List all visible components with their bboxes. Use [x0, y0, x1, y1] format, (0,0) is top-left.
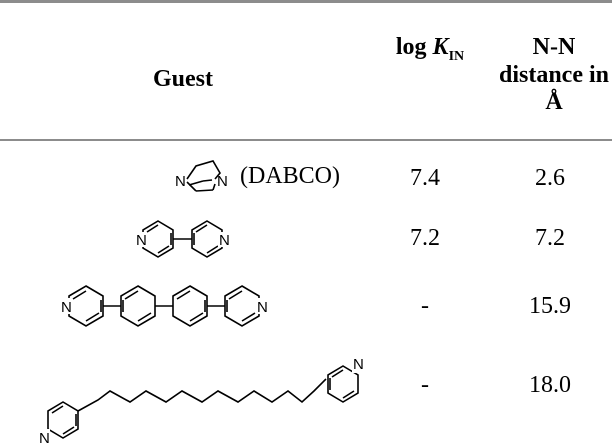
row-3-log-k: -	[421, 293, 429, 319]
header-log-k: log KIN	[395, 34, 465, 64]
row-2-distance: 7.2	[535, 225, 565, 251]
header-distance-line-3: Å	[545, 89, 563, 116]
dabco-atom-n-left: N	[175, 173, 186, 190]
dabco-structure: N N	[175, 160, 228, 192]
bipyridine-atom-n-right: N	[219, 232, 230, 249]
header-divider-rule	[0, 139, 612, 141]
header-distance-line-1: N-N	[532, 34, 576, 60]
row-4-distance: 18.0	[529, 372, 571, 398]
bipyridine-structure: N N	[135, 220, 230, 258]
row-1-log-k: 7.4	[410, 165, 440, 191]
row-1-guest-label: (DABCO)	[240, 163, 340, 189]
decane-atom-n-right: N	[353, 356, 364, 373]
row-1-distance: 2.6	[535, 165, 565, 191]
terphenyl-atom-n-left: N	[61, 299, 72, 316]
dabco-atom-n-right: N	[217, 173, 228, 190]
terphenyl-atom-n-right: N	[257, 299, 268, 316]
bipyridine-atom-n-left: N	[136, 232, 147, 249]
decane-atom-n-left: N	[39, 430, 50, 447]
header-guest: Guest	[153, 66, 213, 92]
row-2-log-k: 7.2	[410, 225, 440, 251]
dipyridyl-decane-structure: N N	[38, 355, 366, 447]
row-3-distance: 15.9	[529, 293, 571, 319]
pyridyl-terphenyl-pyridine-structure: N N	[60, 285, 268, 327]
table-top-rule	[0, 0, 612, 3]
row-4-log-k: -	[421, 372, 429, 398]
header-distance-line-2: distance in	[498, 61, 609, 88]
header-distance: N-N distance in Å	[484, 34, 612, 117]
